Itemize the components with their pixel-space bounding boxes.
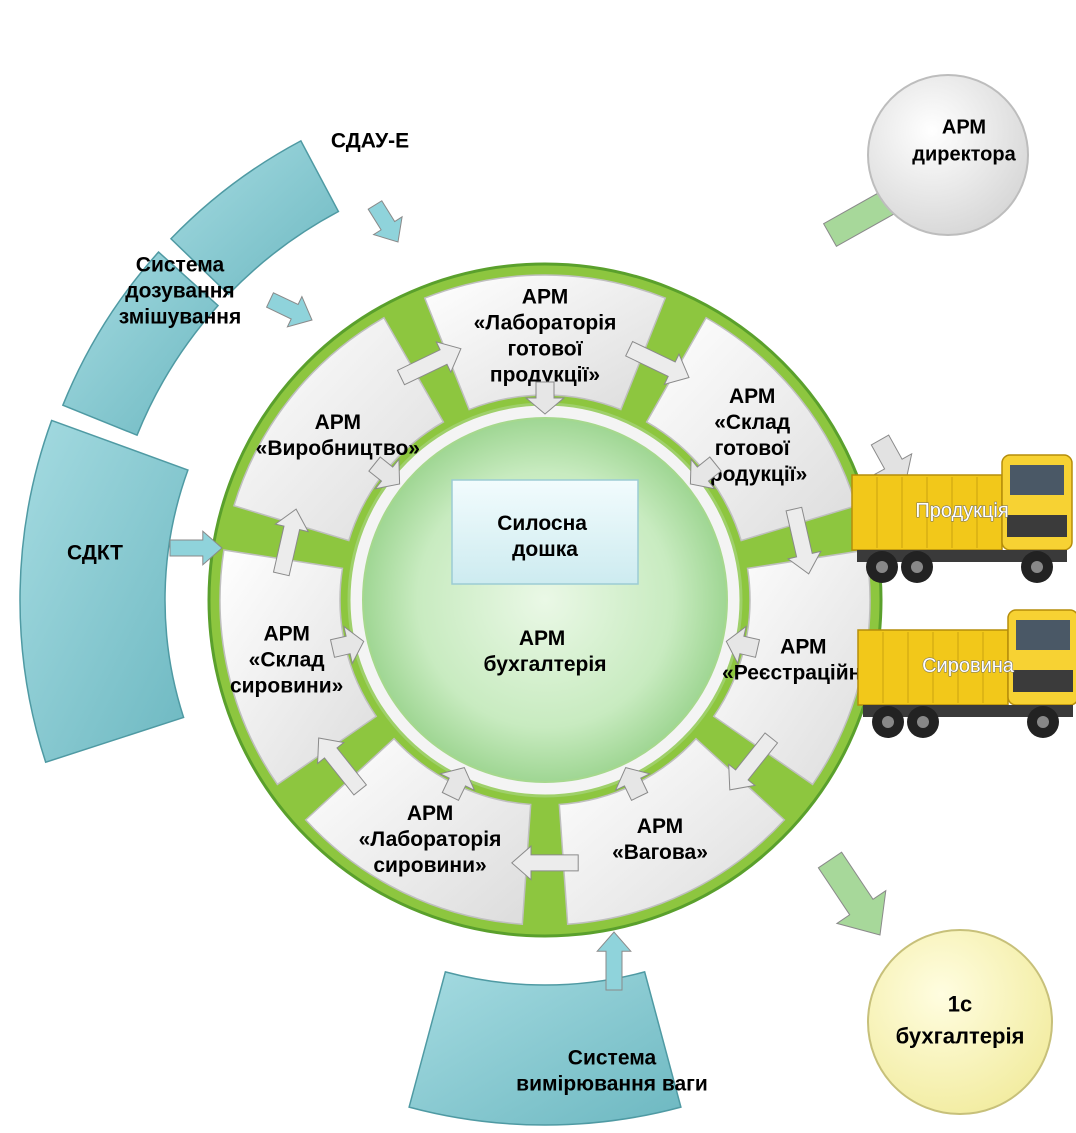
onec-circle[interactable] <box>867 929 1053 1115</box>
arrow-from-weight-measurement <box>596 931 632 991</box>
arrow-from-sdkt <box>169 530 223 566</box>
arrow-flow-weighing-to-lab-raw <box>511 844 579 881</box>
external-system-label-sdau: СДАУ-Е <box>331 129 409 152</box>
silo-board-box[interactable] <box>451 479 639 585</box>
workstation-card-production[interactable] <box>233 316 445 542</box>
arrow-flow-lab-finished-to-warehouse-finished <box>625 340 690 386</box>
arrow-flow-warehouse-finished-to-registration <box>785 506 822 575</box>
arrow-to-center-warehouse-finished <box>689 456 722 490</box>
arrow-from-sdau <box>367 200 403 243</box>
inner-green-disc <box>362 417 728 783</box>
director-circle[interactable] <box>867 74 1029 236</box>
workstation-label-production: АРМ«Виробництво» <box>256 411 420 460</box>
external-system-sdau[interactable] <box>169 139 340 296</box>
external-system-weight-measurement[interactable] <box>408 970 682 1126</box>
raw-truck-hub <box>917 716 929 728</box>
product-truck-hub <box>911 561 923 573</box>
raw-truck-grille <box>1013 670 1073 692</box>
product-truck-hub <box>876 561 888 573</box>
raw-truck-windshield <box>1016 620 1070 650</box>
arrow-flow-production-to-lab-finished <box>396 341 462 386</box>
product-truck-hub <box>1031 561 1043 573</box>
raw-truck-hub <box>882 716 894 728</box>
arrow-to-center-lab-raw <box>438 767 476 801</box>
arrow-to-onec <box>817 851 887 936</box>
workstation-card-warehouse-raw[interactable] <box>219 549 378 786</box>
arrow-to-center-warehouse-raw <box>329 625 365 665</box>
silo-board-label: Силосна дошка <box>497 512 593 561</box>
workstation-card-lab-finished[interactable] <box>423 274 667 411</box>
arrow-flow-lab-raw-to-warehouse-raw <box>317 737 368 796</box>
arrow-to-center-registration <box>725 625 761 665</box>
raw-truck: Сировина <box>857 609 1076 738</box>
raw-truck-label: Сировина <box>922 655 1015 677</box>
arrow-flow-warehouse-raw-to-production <box>272 508 310 577</box>
product-truck-grille <box>1007 515 1067 537</box>
external-system-label-sdkt: СДКТ <box>67 541 123 564</box>
arrow-flow-registration-to-weighing <box>728 732 779 791</box>
arrow-to-product-truck <box>870 434 913 486</box>
external-system-sdkt[interactable] <box>19 419 189 764</box>
arrow-to-center-weighing <box>614 767 652 801</box>
external-system-dosing[interactable] <box>61 250 220 437</box>
workstation-card-registration[interactable] <box>712 549 871 786</box>
workstation-label-weighing: АРМ«Вагова» <box>612 815 708 864</box>
raw-truck-hub <box>1037 716 1049 728</box>
product-truck: Продукція <box>851 454 1073 583</box>
accounting-label: АРМ бухгалтерія <box>484 627 607 676</box>
arrow-from-dosing <box>265 292 313 328</box>
product-truck-windshield <box>1010 465 1064 495</box>
workstation-label-registration: АРМ«Реєстраційна» <box>722 635 885 684</box>
workstation-card-weighing[interactable] <box>558 737 786 926</box>
arrow-to-center-production <box>368 456 401 490</box>
arrow-to-center-lab-finished <box>524 381 566 415</box>
product-truck-label: Продукція <box>915 500 1008 522</box>
